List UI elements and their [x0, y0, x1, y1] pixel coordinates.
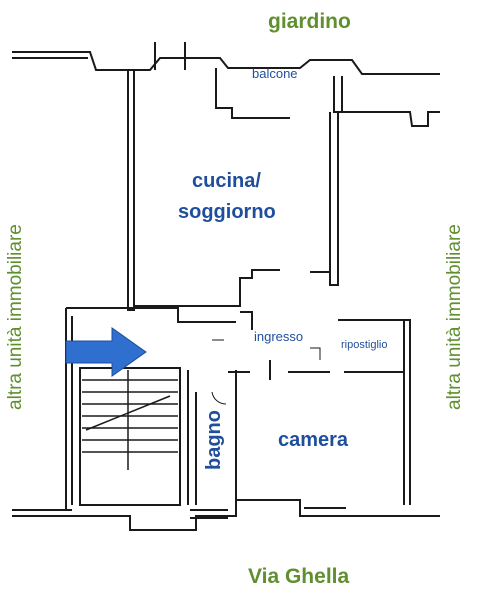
label-cucina: cucina/	[192, 170, 261, 192]
label-giardino: giardino	[268, 10, 351, 33]
label-camera: camera	[278, 429, 349, 451]
label-right-neighbour: altra unità immobiliare	[444, 224, 465, 410]
stairs-icon	[82, 370, 178, 470]
label-balcone: balcone	[252, 66, 298, 81]
walls	[12, 42, 440, 531]
label-bagno: bagno	[203, 410, 225, 470]
label-ripostiglio: ripostiglio	[341, 339, 388, 351]
door-swings	[211, 339, 321, 405]
entrance-arrow-icon	[65, 327, 147, 377]
label-ingresso: ingresso	[254, 329, 304, 344]
label-left-neighbour: altra unità immobiliare	[5, 224, 26, 410]
label-via-ghella: Via Ghella	[248, 565, 350, 588]
label-soggiorno: soggiorno	[178, 201, 276, 223]
